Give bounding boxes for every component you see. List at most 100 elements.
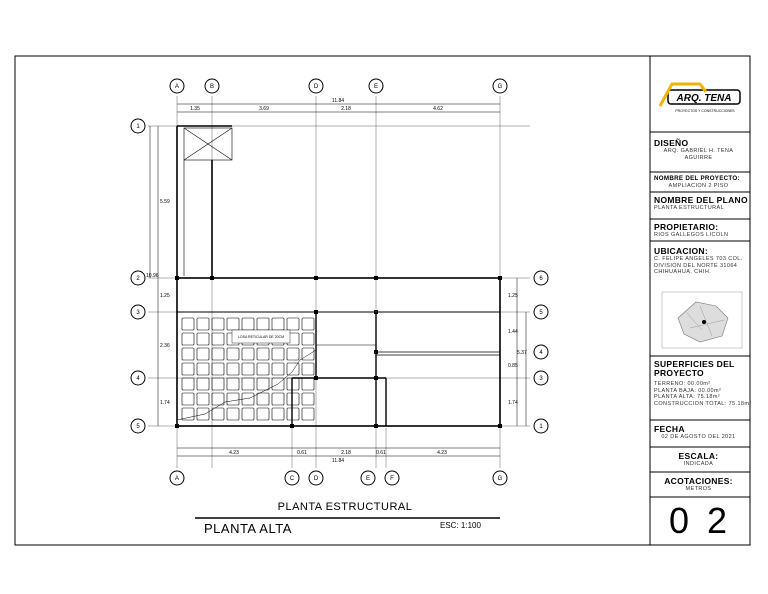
propietario-value: RIOS GALLEGOS LICOLN: [654, 232, 729, 238]
axis-bubble-bottom-c: C: [284, 470, 300, 486]
waffle-cell: [181, 377, 195, 391]
diseno-value: ARQ. GABRIEL H. TENA AGUIRRE: [663, 148, 734, 161]
waffle-cell: [256, 392, 270, 406]
dim-right-2: 1.44: [508, 329, 518, 335]
svg-text:G: G: [498, 476, 503, 482]
escala-value: INDICADA: [683, 461, 714, 467]
svg-text:5: 5: [136, 424, 140, 430]
svg-text:6: 6: [539, 276, 543, 282]
diseno-label: DISEÑO: [654, 138, 689, 148]
axis-bubble-top-d: D: [308, 78, 324, 94]
svg-text:F: F: [390, 476, 394, 482]
axis-bubble-right-5: 5: [533, 304, 549, 320]
dimension-lines: [149, 103, 527, 457]
waffle-cell: [226, 347, 240, 361]
logo-text: ARQ. TENA: [676, 93, 732, 104]
plano-label: NOMBRE DEL PLANO: [654, 195, 748, 205]
escala-section: ESCALA: INDICADA: [650, 449, 747, 472]
waffle-cell: [271, 377, 285, 391]
waffle-cell: [286, 407, 300, 421]
waffle-cell: [256, 407, 270, 421]
plano-value: PLANTA ESTRUCTURAL: [654, 205, 725, 211]
dim-bottom-4: 0.61: [376, 450, 386, 456]
superficie-planta-baja: PLANTA BAJA: 00.00m²: [654, 387, 722, 394]
dim-left-3: 1.25: [160, 293, 170, 299]
waffle-cell: [181, 332, 195, 346]
axis-bubble-left-4: 4: [130, 370, 146, 386]
waffle-cell: [181, 317, 195, 331]
grid-lines: [148, 96, 530, 468]
waffle-cell: [301, 377, 315, 391]
dim-top-2: 3.69: [259, 106, 269, 112]
svg-text:3: 3: [136, 310, 140, 316]
plan-title: PLANTA ESTRUCTURAL: [278, 501, 413, 513]
fecha-label: FECHA: [654, 424, 685, 434]
dim-right-1: 1.25: [508, 293, 518, 299]
waffle-cell: [181, 347, 195, 361]
waffle-cell: [286, 347, 300, 361]
slab-note: LOSA RETICULAR DE 20CM: [238, 335, 284, 339]
waffle-cell: [181, 362, 195, 376]
dim-top-3: 2.18: [341, 106, 351, 112]
waffle-cell: [241, 317, 255, 331]
axis-bubble-right-6: 6: [533, 270, 549, 286]
diseno-section: DISEÑO ARQ. GABRIEL H. TENA AGUIRRE: [650, 136, 747, 172]
waffle-cell: [211, 332, 225, 346]
ubicacion-label: UBICACION:: [654, 246, 708, 256]
superficies-section: SUPERFICIES DEL PROYECTO TERRENO: 00.00m…: [650, 358, 752, 420]
waffle-cell: [196, 317, 210, 331]
svg-text:1: 1: [136, 124, 140, 130]
slab-note-box: [231, 329, 291, 344]
axis-bubble-bottom-a: A: [169, 470, 185, 486]
waffle-cell: [181, 407, 195, 421]
axis-bubble-left-5: 5: [130, 418, 146, 434]
proyecto-label: NOMBRE DEL PROYECTO:: [654, 175, 740, 182]
svg-text:4: 4: [136, 376, 140, 382]
plan-subtitle: PLANTA ALTA: [204, 521, 292, 536]
axis-bubble-left-3: 3: [130, 304, 146, 320]
waffle-cell: [196, 332, 210, 346]
svg-text:C: C: [290, 476, 295, 482]
waffle-cell: [286, 362, 300, 376]
proyecto-section: NOMBRE DEL PROYECTO: AMPLIACION 2 PISO: [650, 173, 747, 192]
dim-top-1: 1.35: [190, 106, 200, 112]
waffle-slab: [181, 317, 315, 421]
axis-bubble-top-e: E: [368, 78, 384, 94]
svg-text:A: A: [175, 84, 179, 90]
waffle-cell: [226, 392, 240, 406]
waffle-cell: [226, 407, 240, 421]
axis-bubble-top-b: B: [204, 78, 220, 94]
waffle-cell: [271, 407, 285, 421]
dim-bottom-5: 4.23: [437, 450, 447, 456]
superficies-label: SUPERFICIES DEL PROYECTO: [654, 359, 735, 378]
waffle-cell: [181, 392, 195, 406]
svg-text:3: 3: [539, 376, 543, 382]
axis-bubble-right-1: 1: [533, 418, 549, 434]
waffle-cell: [286, 317, 300, 331]
superficie-terreno: TERRENO: 00.00m²: [654, 381, 711, 387]
logo: ARQ. TENA PROYECTOS Y CONSTRUCCIONES: [658, 82, 741, 113]
logo-subtext: PROYECTOS Y CONSTRUCCIONES: [675, 109, 735, 113]
svg-text:G: G: [498, 84, 503, 90]
svg-text:D: D: [314, 476, 319, 482]
waffle-cell: [196, 377, 210, 391]
svg-text:2: 2: [136, 276, 140, 282]
axis-bubble-left-2: 2: [130, 270, 146, 286]
waffle-cell: [211, 347, 225, 361]
waffle-cell: [241, 362, 255, 376]
svg-text:4: 4: [539, 350, 543, 356]
superficie-total: CONSTRUCCION TOTAL: 75.18m²: [654, 400, 752, 407]
waffle-cell: [226, 377, 240, 391]
waffle-cell: [301, 317, 315, 331]
dim-top-4: 4.62: [433, 106, 443, 112]
slab-break-line: [176, 349, 317, 421]
waffle-cell: [241, 407, 255, 421]
sheet-number: 0 2: [668, 500, 732, 541]
sheet-border: [14, 55, 751, 546]
dim-bottom-1: 4.23: [229, 450, 239, 456]
waffle-cell: [226, 317, 240, 331]
axis-bubble-bottom-d: D: [308, 470, 324, 486]
building-walls: [176, 125, 501, 427]
ubicacion-value: C. FELIPE ANGELES 703 COL. DIVISION DEL …: [654, 256, 743, 275]
